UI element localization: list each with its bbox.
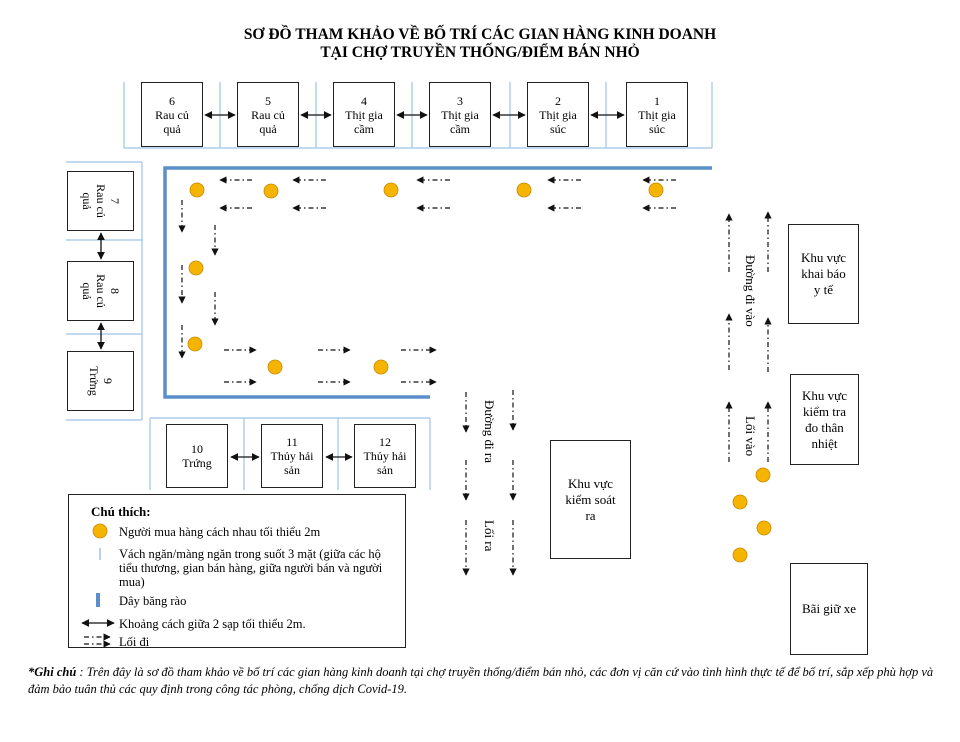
distance-arrows [97, 111, 625, 461]
barrier-tape [163, 166, 712, 399]
shopper-dots [187, 182, 772, 563]
shopper-dot [263, 183, 279, 199]
shopper-dot [755, 467, 771, 483]
footnote-label: *Ghi chú [28, 665, 77, 679]
diagram-title-line2: TẠI CHỢ TRUYỀN THỐNG/ĐIỂM BÁN NHỎ [320, 44, 640, 61]
shopper-dot [732, 547, 748, 563]
shopper-dot [648, 182, 664, 198]
shopper-dot [188, 260, 204, 276]
label-exit: Lối ra [482, 520, 497, 552]
shopper-dot [267, 359, 283, 375]
label-exit-road: Đường đi ra [482, 400, 497, 464]
label-entrance: Lối vào [743, 416, 758, 457]
shopper-dot [189, 182, 205, 198]
legend-symbols [81, 523, 115, 648]
footnote: *Ghi chú : Trên đây là sơ đồ tham khảo v… [28, 664, 938, 698]
shopper-dot [383, 182, 399, 198]
shopper-dot [373, 359, 389, 375]
footnote-text: : Trên đây là sơ đồ tham khảo về bố trí … [28, 665, 934, 696]
shopper-dot [187, 336, 203, 352]
legend-shopper-symbol [92, 523, 108, 539]
zone-parking: Bãi giữ xe [790, 563, 868, 655]
walkway-arrows [178, 176, 772, 576]
legend-title: Chú thích: [91, 504, 151, 519]
barrier-line [163, 166, 712, 399]
legend-box: Chú thích: Người mua hàng cách nhau tối … [68, 494, 406, 649]
diagram-title-line1: SƠ ĐỒ THAM KHẢO VỀ BỐ TRÍ CÁC GIAN HÀNG … [243, 26, 717, 43]
shopper-dot [756, 520, 772, 536]
shopper-dot [516, 182, 532, 198]
shopper-dot [732, 494, 748, 510]
label-entry-road: Đường đi vào [743, 255, 758, 327]
